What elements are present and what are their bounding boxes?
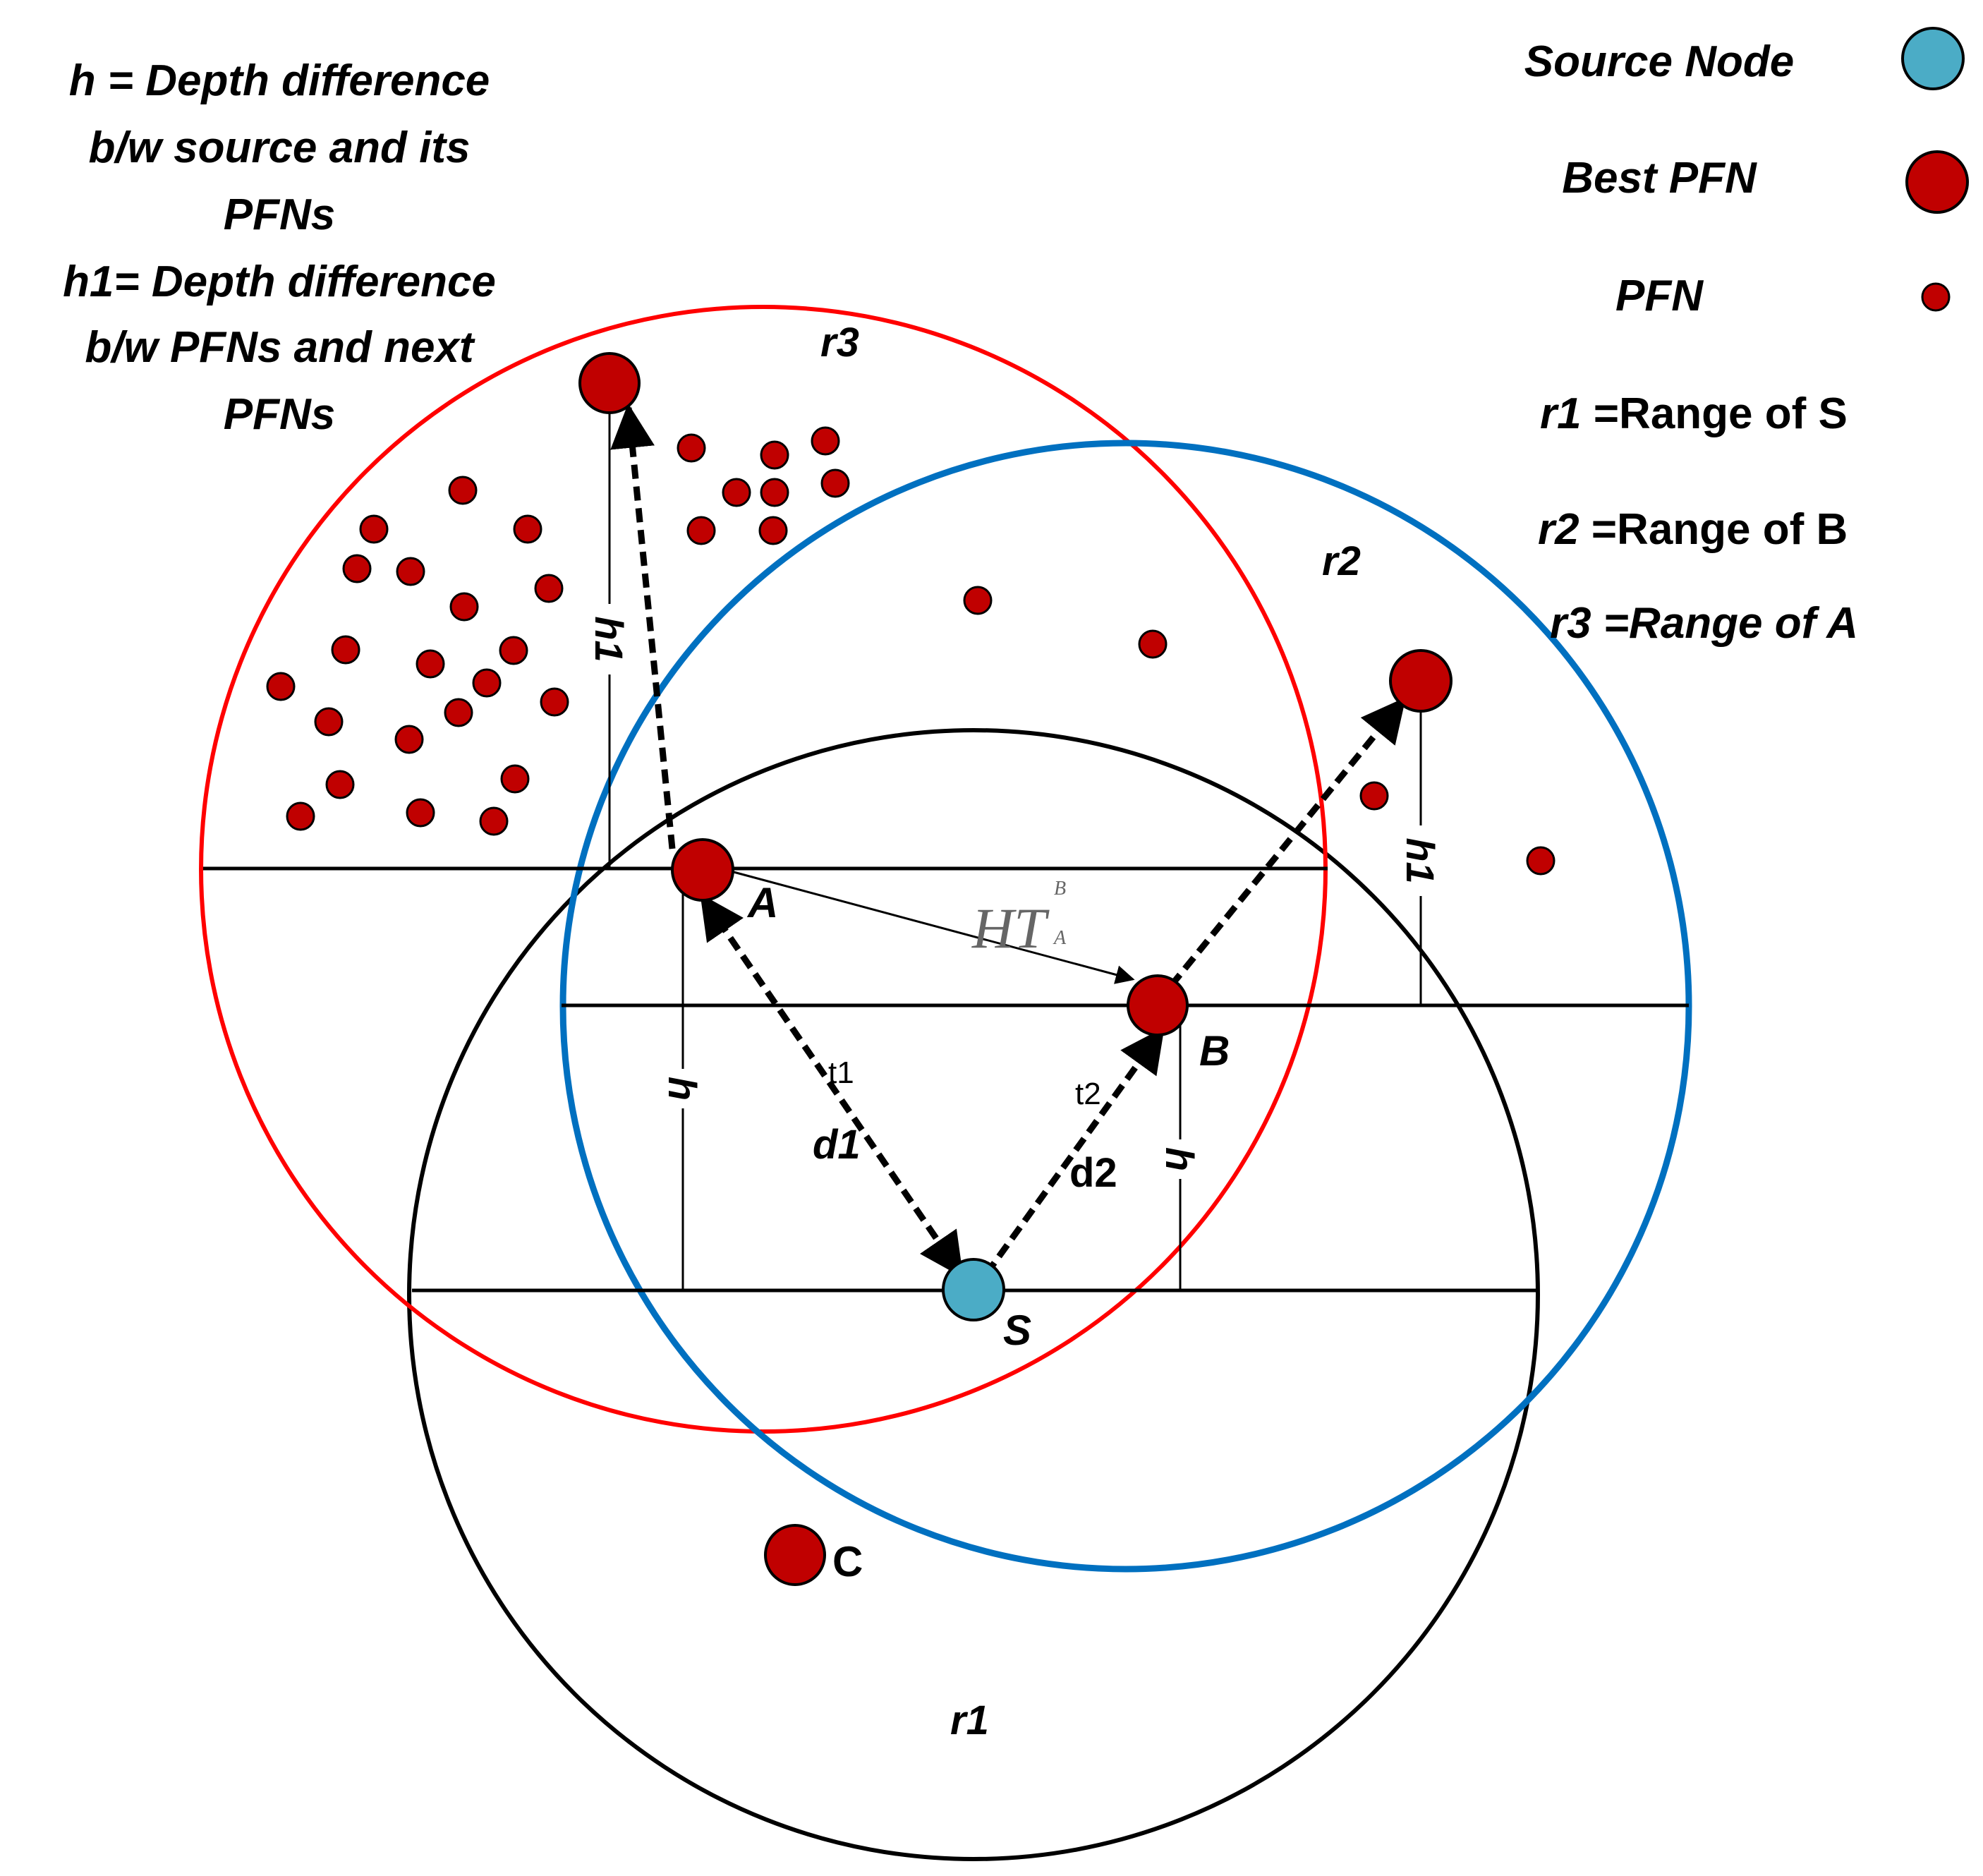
pfn-node: [479, 806, 509, 836]
pfn-node: [500, 764, 530, 794]
best-pfn-a: [671, 838, 734, 902]
pfn-node: [1138, 629, 1168, 659]
def-h1-line1: h1= Depth difference: [63, 258, 496, 306]
range-label-r1: r1: [950, 1698, 989, 1743]
pfn-node: [449, 592, 479, 622]
h1-label-left: h1: [587, 616, 631, 662]
node-label-b: B: [1199, 1027, 1230, 1075]
pfn-node: [266, 672, 296, 701]
pfn-node: [406, 798, 435, 828]
pfn-node: [534, 574, 564, 603]
legend-best-pfn-icon: [1905, 150, 1969, 214]
pfn-node: [394, 725, 424, 754]
h-label-left: h: [660, 1077, 705, 1101]
pfn-node: [286, 801, 315, 831]
pfn-node: [811, 426, 840, 456]
pfn-cluster: [266, 426, 1556, 876]
pfn-node: [760, 440, 789, 470]
pfn-node: [1359, 781, 1389, 811]
arrow-b-to-top-pfn: [1168, 697, 1406, 988]
pfn-node: [758, 516, 788, 545]
legend-r1-name: r1: [1540, 389, 1582, 438]
range-circle-r1-source: [407, 728, 1540, 1861]
h1-label-right: h1: [1398, 837, 1443, 883]
pfn-node: [396, 557, 425, 586]
pfn-node: [963, 586, 993, 615]
pfn-node: [499, 636, 528, 665]
h-right-label-bg: [1163, 1139, 1197, 1179]
ht-arrow-a-to-b: [733, 871, 1135, 984]
edge-label-d1: d1: [813, 1122, 861, 1168]
h1-right-label-bg: [1402, 825, 1439, 896]
def-h-line2: b/w source and its: [89, 123, 471, 172]
node-label-a: A: [746, 879, 778, 926]
legend-pfn-label: PFN: [1615, 272, 1704, 320]
range-label-r3: r3: [820, 320, 859, 365]
pfn-node: [444, 698, 473, 727]
pfn-node: [677, 433, 706, 463]
legend-source-node-label: Source Node: [1524, 37, 1794, 86]
legend-r3: r3 =Range of A: [1550, 599, 1858, 648]
def-h-line1: h = Depth difference: [69, 56, 490, 105]
legend-best-pfn-label: Best PFN: [1562, 154, 1757, 202]
legend: Source Node Best PFN PFN r1 =Range of S …: [1524, 27, 1969, 648]
pfn-node: [331, 635, 360, 665]
ht-label-sub: A: [1053, 927, 1067, 949]
legend-r1-desc: =Range of S: [1582, 389, 1848, 438]
legend-r1: r1 =Range of S: [1540, 389, 1848, 438]
range-label-r2: r2: [1322, 538, 1361, 584]
pfn-node: [686, 516, 716, 545]
legend-pfn-icon: [1921, 282, 1951, 312]
best-pfn-c: [764, 1524, 826, 1586]
pfn-node: [540, 687, 569, 717]
legend-source-node-icon: [1901, 27, 1965, 90]
arrow-a-to-top-pfn: [610, 403, 676, 849]
pfn-node: [314, 707, 344, 737]
pfn-node: [513, 514, 542, 544]
pfn-node: [760, 478, 789, 507]
def-h1-line2: b/w PFNs and next: [85, 323, 475, 372]
pfn-node: [359, 514, 389, 544]
pfn-node: [820, 468, 850, 498]
pfn-node: [1526, 846, 1556, 876]
node-label-c: C: [832, 1538, 863, 1585]
def-h-line3: PFNs: [224, 190, 335, 239]
def-h1-line3: PFNs: [224, 390, 335, 439]
ht-label: HT: [971, 896, 1050, 960]
edge-label-d2: d2: [1069, 1150, 1117, 1196]
legend-r2-name: r2: [1538, 505, 1579, 554]
edge-label-t2: t2: [1075, 1077, 1101, 1111]
pfn-node: [472, 668, 502, 698]
arrow-s-to-a: [700, 893, 964, 1278]
legend-r2: r2 =Range of B: [1538, 505, 1848, 554]
best-pfn-top-right: [1389, 649, 1453, 713]
pfn-node: [325, 770, 355, 799]
ht-label-sup: B: [1054, 878, 1066, 900]
edge-label-t1: t1: [828, 1055, 854, 1090]
arrow-s-to-b: [983, 1027, 1165, 1276]
h1-left-label-bg: [591, 604, 628, 674]
pfn-node: [722, 478, 751, 507]
pfn-node: [448, 476, 478, 505]
h-left-label-bg: [666, 1069, 700, 1108]
definitions-block: h = Depth difference b/w source and its …: [63, 56, 496, 439]
best-pfn-top-left: [578, 352, 641, 414]
best-pfn-b: [1127, 974, 1189, 1036]
node-label-s: S: [1003, 1307, 1031, 1354]
h-label-right: h: [1158, 1147, 1202, 1171]
pfn-node: [416, 649, 445, 679]
legend-r2-desc: =Range of B: [1579, 505, 1848, 554]
pfn-node: [342, 554, 372, 583]
source-node-s: [942, 1258, 1005, 1321]
